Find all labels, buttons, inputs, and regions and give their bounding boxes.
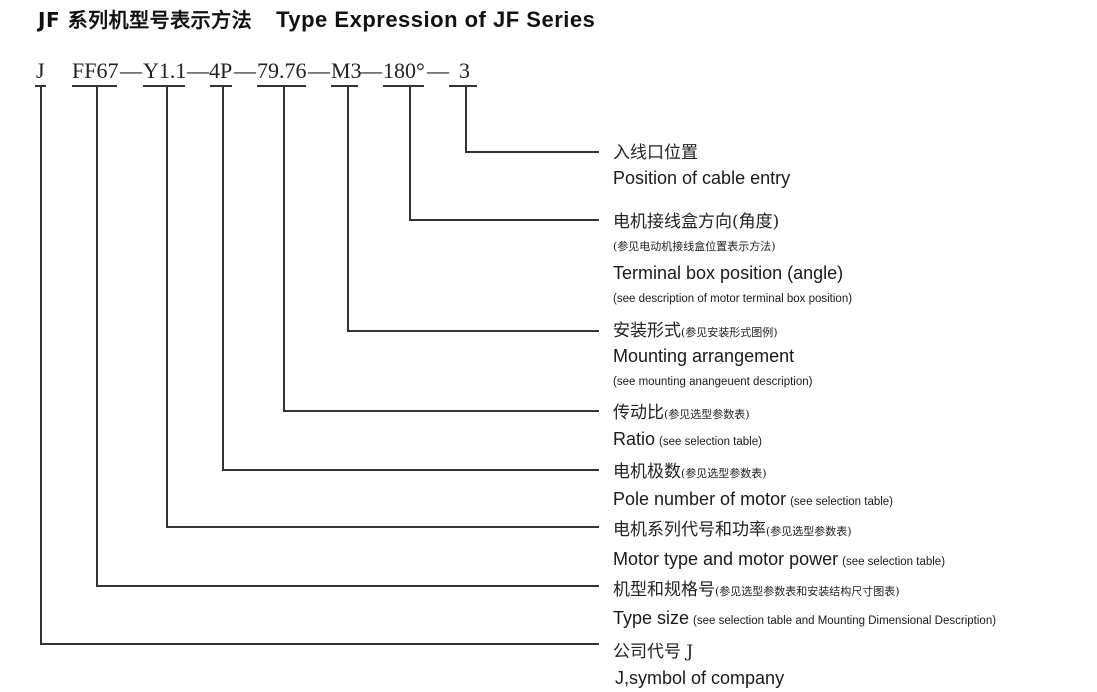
code-segment-type-size: FF67: [72, 58, 119, 83]
underline-bar: [449, 85, 477, 87]
underline-bar: [257, 85, 306, 87]
leader-horizontal-terminal-angle: [409, 219, 599, 221]
desc-company-en: J,symbol of company: [615, 668, 785, 688]
desc-type-size-en-note: (see selection table and Mounting Dimens…: [693, 615, 997, 627]
leader-vertical-ratio: [283, 85, 285, 411]
leader-vertical-mounting: [347, 85, 349, 331]
leader-vertical-terminal-angle: [409, 85, 411, 220]
desc-ratio-cn-note: (参见选型参数表): [664, 408, 750, 421]
desc-type-size-cn-note: (参见选型参数表和安装结构尺寸图表): [715, 585, 900, 598]
code-separator: —: [427, 58, 449, 83]
code-segment-mounting: M3: [331, 58, 362, 83]
desc-motor-cn: 电机系列代号和功率(参见选型参数表): [613, 520, 852, 540]
desc-mounting-cn-note: (参见安装形式图例): [681, 326, 778, 339]
desc-terminal-angle-cn-note: (参见电动机接线盒位置表示方法): [613, 240, 776, 253]
underline-bar: [331, 85, 358, 87]
leader-horizontal-mounting: [347, 330, 599, 332]
desc-ratio-cn: 传动比(参见选型参数表): [613, 403, 750, 423]
desc-mounting-cn: 安装形式(参见安装形式图例): [613, 321, 778, 341]
desc-cable-entry-en: Position of cable entry: [613, 168, 791, 188]
desc-type-size-cn: 机型和规格号(参见选型参数表和安装结构尺寸图表): [613, 580, 900, 600]
desc-ratio-en-note: (see selection table): [659, 436, 762, 448]
leader-horizontal-company: [40, 643, 599, 645]
code-segment-poles: 4P: [209, 58, 233, 83]
code-segment-cable-entry: 3: [459, 58, 470, 83]
page-title: JF 系列机型号表示方法 Type Expression of JF Series: [38, 4, 595, 33]
leader-vertical-poles: [222, 85, 224, 470]
desc-motor-cn-note: (参见选型参数表): [766, 525, 852, 538]
title-cn: JF 系列机型号表示方法: [38, 8, 253, 32]
desc-company-cn: 公司代号 J: [613, 642, 694, 662]
leader-horizontal-ratio: [283, 410, 599, 412]
desc-terminal-angle-cn: 电机接线盒方向(角度): [613, 212, 780, 232]
underline-bar: [383, 85, 424, 87]
title-en: Type Expression of JF Series: [276, 7, 596, 32]
desc-terminal-angle-en-note: (see description of motor terminal box p…: [613, 293, 853, 305]
code-separator: —: [360, 58, 382, 83]
desc-terminal-angle-en: Terminal box position (angle): [613, 263, 844, 283]
desc-poles-en-note: (see selection table): [790, 496, 894, 508]
code-segment-ratio: 79.76: [257, 58, 307, 83]
leader-vertical-type-size: [96, 85, 98, 586]
desc-mounting-en-note: (see mounting anangeuent description): [613, 376, 813, 388]
desc-ratio-en: Ratio(see selection table): [613, 429, 762, 449]
code-segment-motor: Y1.1: [143, 58, 187, 83]
code-segment-terminal-angle: 180°: [383, 58, 425, 83]
desc-motor-en-note: (see selection table): [842, 556, 946, 568]
desc-motor-en: Motor type and motor power(see selection…: [613, 549, 946, 569]
code-separator: —: [187, 58, 209, 83]
code-separator: —: [308, 58, 330, 83]
leader-vertical-cable-entry: [465, 85, 467, 152]
desc-mounting-en: Mounting arrangement: [613, 346, 795, 366]
code-separator: —: [234, 58, 256, 83]
desc-poles-en: Pole number of motor(see selection table…: [613, 489, 894, 509]
code-separator: —: [120, 58, 142, 83]
leader-vertical-company: [40, 85, 42, 644]
desc-poles-cn: 电机极数(参见选型参数表): [613, 462, 767, 482]
leader-horizontal-type-size: [96, 585, 599, 587]
desc-type-size-en: Type size(see selection table and Mounti…: [613, 608, 997, 628]
underline-bar: [72, 85, 117, 87]
underline-bar: [210, 85, 232, 87]
desc-cable-entry-cn: 入线口位置: [613, 143, 698, 163]
leader-horizontal-motor: [166, 526, 599, 528]
leader-vertical-motor: [166, 85, 168, 527]
leader-horizontal-cable-entry: [465, 151, 599, 153]
code-segment-company: J: [36, 58, 45, 83]
underline-bar: [143, 85, 185, 87]
desc-poles-cn-note: (参见选型参数表): [681, 467, 767, 480]
leader-horizontal-poles: [222, 469, 599, 471]
